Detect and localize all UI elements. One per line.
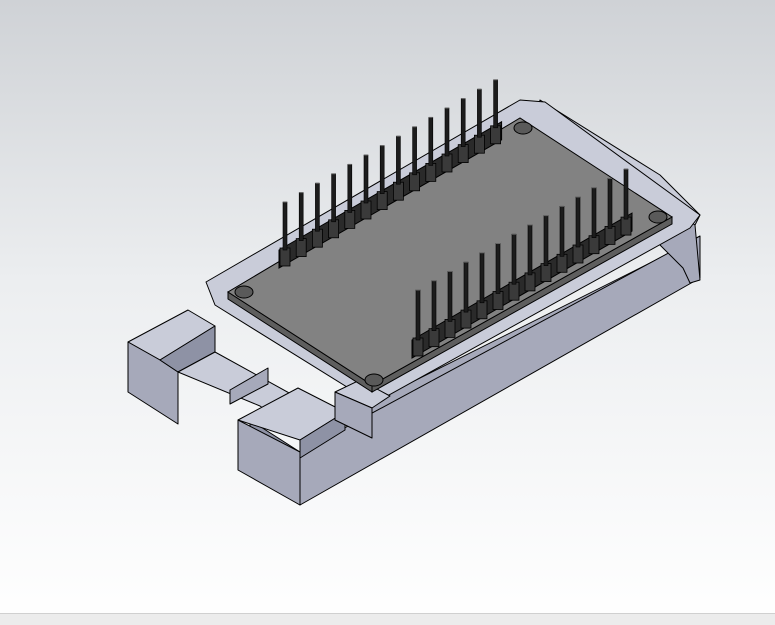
- header-segment: [311, 228, 323, 248]
- clip-back-front: [127, 341, 179, 425]
- mounting-hole-right: [648, 210, 668, 224]
- header-segment: [572, 244, 584, 264]
- header-pin[interactable]: [623, 168, 629, 220]
- clip-front-inner: [299, 411, 346, 459]
- header-segment: [620, 216, 632, 236]
- header-pin[interactable]: [463, 261, 469, 313]
- header-pin[interactable]: [282, 201, 288, 251]
- header-segment: [473, 134, 485, 154]
- header-segment: [490, 125, 502, 145]
- header-pin[interactable]: [396, 135, 401, 185]
- header-pin[interactable]: [477, 88, 482, 138]
- header-pin[interactable]: [479, 252, 485, 304]
- mounting-hole-front: [364, 373, 384, 387]
- mounting-hole-back: [513, 121, 533, 135]
- header-segment: [492, 291, 504, 310]
- header-pin[interactable]: [363, 154, 369, 204]
- header-segment: [604, 225, 616, 245]
- header-pin[interactable]: [415, 289, 421, 341]
- clip-front-front: [237, 419, 301, 506]
- header-pin[interactable]: [331, 173, 336, 223]
- mounting-hole-front-left: [234, 285, 254, 299]
- pin-header-row-back[interactable]: [278, 79, 503, 269]
- header-segment: [425, 162, 437, 182]
- header-pin[interactable]: [347, 164, 353, 213]
- header-segment: [460, 309, 472, 329]
- header-segment: [556, 253, 568, 273]
- clip-slot-tab: [229, 367, 269, 405]
- header-segment: [360, 200, 372, 220]
- header-pin[interactable]: [511, 233, 517, 285]
- header-pin[interactable]: [460, 98, 466, 147]
- header-segment: [376, 191, 388, 211]
- pcb-board[interactable]: [227, 117, 673, 393]
- header-segment: [328, 219, 340, 239]
- header-segment: [428, 328, 440, 348]
- header-pin[interactable]: [431, 280, 437, 332]
- header-segment: [279, 247, 291, 267]
- header-pin[interactable]: [315, 182, 320, 232]
- enclosure-corner-block-side: [334, 391, 373, 439]
- header-pin[interactable]: [591, 187, 597, 238]
- header-segment: [392, 181, 404, 201]
- header-pin[interactable]: [527, 224, 533, 276]
- header-segment: [444, 318, 456, 338]
- header-pin[interactable]: [559, 206, 565, 257]
- header-segment: [588, 235, 600, 255]
- header-pin[interactable]: [412, 126, 417, 176]
- header-pin[interactable]: [495, 243, 501, 294]
- header-segment: [508, 281, 520, 301]
- header-segment: [441, 153, 453, 173]
- header-pin[interactable]: [444, 107, 450, 157]
- header-pin[interactable]: [493, 79, 498, 129]
- header-segment: [524, 272, 536, 292]
- header-pin[interactable]: [298, 192, 304, 241]
- header-segment: [412, 337, 424, 357]
- header-pin[interactable]: [543, 215, 549, 266]
- header-segment: [476, 300, 488, 320]
- header-pin[interactable]: [428, 117, 434, 166]
- status-strip: [0, 613, 775, 625]
- pin-header-row-front[interactable]: [411, 168, 633, 359]
- header-segment: [457, 144, 469, 164]
- header-pin[interactable]: [447, 271, 453, 322]
- header-segment: [409, 172, 421, 192]
- header-segment: [540, 263, 552, 283]
- header-segment: [344, 209, 356, 229]
- header-pin[interactable]: [379, 145, 385, 194]
- header-pin[interactable]: [607, 178, 613, 229]
- header-segment: [295, 238, 307, 258]
- header-pin[interactable]: [575, 196, 581, 248]
